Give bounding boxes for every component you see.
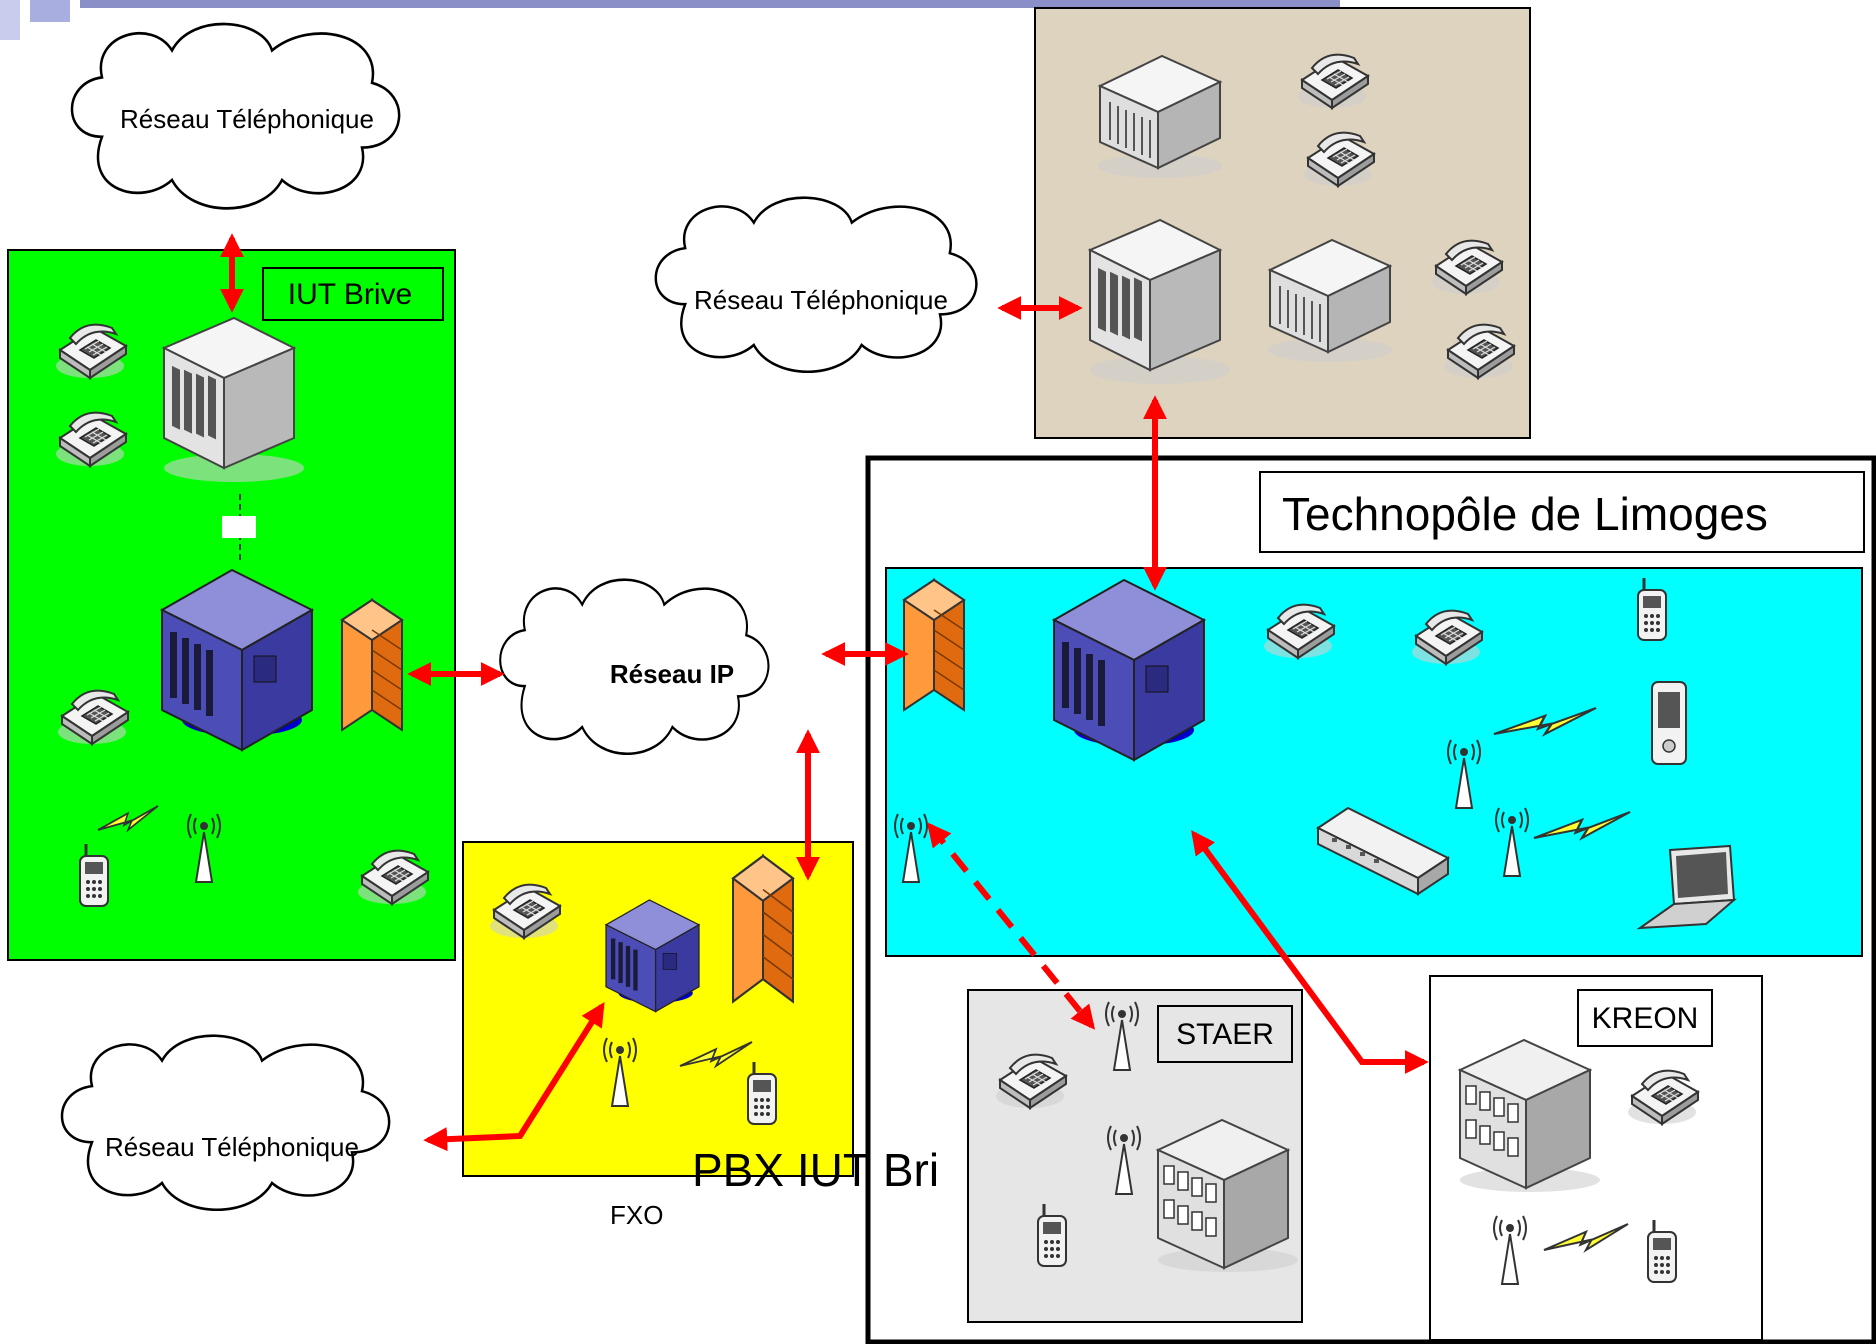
- pda-icon: [1651, 681, 1687, 765]
- cloud-top-left-label: Réseau Téléphonique: [120, 104, 374, 134]
- technopole-label-box: [1259, 471, 1865, 553]
- fxo-label: FXO: [610, 1200, 663, 1230]
- pbx-overlap-label: PBX IUT Bri: [692, 1144, 939, 1196]
- header-square: [30, 0, 70, 22]
- firewall-icon: [341, 599, 403, 731]
- header-bar: [80, 0, 1340, 8]
- arrow-technopole-to-kreon: [1191, 830, 1429, 1074]
- cloud-top-center-label: Réseau Téléphonique: [694, 285, 948, 315]
- connector-icon: [222, 516, 256, 538]
- laptop-icon: [1636, 844, 1737, 930]
- firewall-icon: [903, 579, 965, 711]
- connection-arrows: [220, 233, 1429, 1152]
- cloud-bottom-left-label: Réseau Téléphonique: [105, 1132, 359, 1162]
- header-square-2: [0, 0, 20, 40]
- technopole-label: Technopôle de Limoges: [1282, 488, 1768, 540]
- iut-brive-label: IUT Brive: [288, 278, 412, 311]
- cloud-ip-label: Réseau IP: [610, 659, 734, 689]
- kreon-label: KREON: [1592, 1002, 1699, 1035]
- arrow-yellow-to-cloud: [423, 1001, 605, 1152]
- firewall-icon: [731, 854, 795, 1003]
- arrow-antenna-to-staer: [926, 822, 1096, 1030]
- iut-brive-label-box: [262, 267, 444, 321]
- cloud-icon: [60, 1034, 391, 1212]
- staer-label: STAER: [1176, 1018, 1274, 1051]
- kreon-label-box: [1577, 989, 1713, 1047]
